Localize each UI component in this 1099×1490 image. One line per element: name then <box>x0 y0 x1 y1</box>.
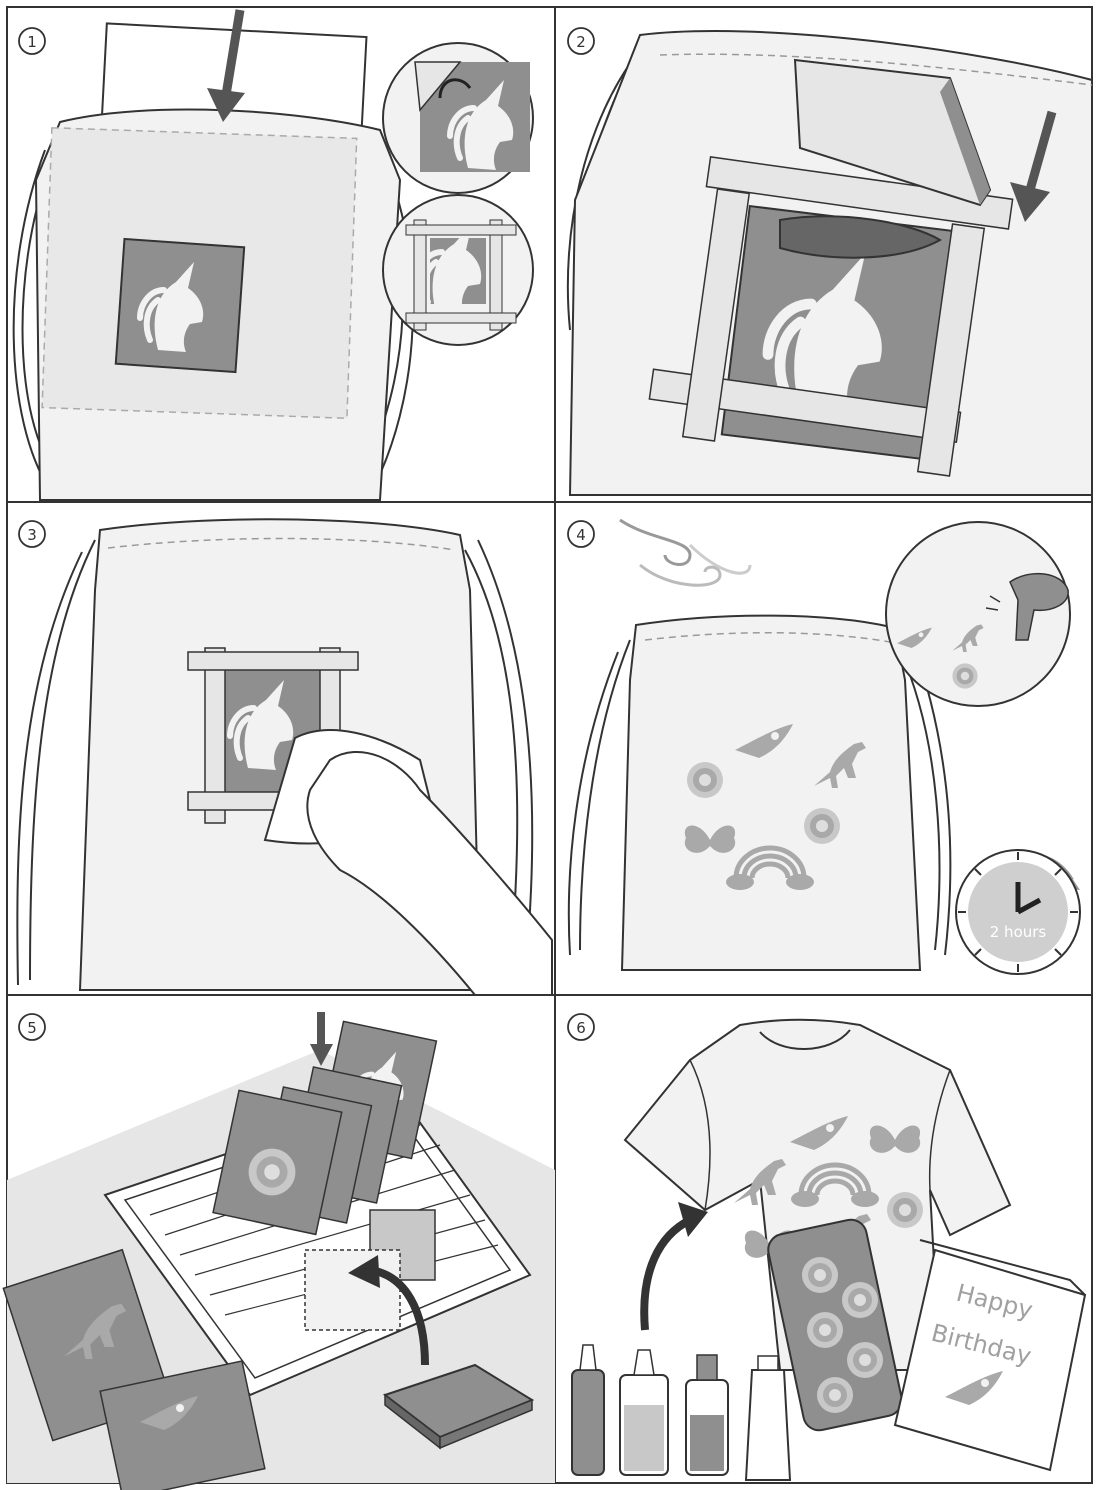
step-1-panel <box>14 10 533 500</box>
step-2-panel <box>568 31 1092 495</box>
step-6-panel: Happy Birthday <box>572 1020 1085 1480</box>
step-number-2: 2 <box>576 33 586 51</box>
step-number-4: 4 <box>576 526 586 544</box>
step-3-panel <box>17 519 552 995</box>
step-badge-1: 1 <box>19 28 45 54</box>
step-number-5: 5 <box>27 1019 37 1037</box>
step-number-3: 3 <box>27 526 37 544</box>
step-badge-3: 3 <box>19 521 45 547</box>
step-number-6: 6 <box>576 1019 586 1037</box>
step-4-panel: 2 hours <box>569 520 1080 974</box>
step-badge-2: 2 <box>568 28 594 54</box>
step-number-1: 1 <box>27 33 37 51</box>
step-badge-5: 5 <box>19 1014 45 1040</box>
step-badge-4: 4 <box>568 521 594 547</box>
step-5-panel <box>3 1012 555 1490</box>
clock-duration-label: 2 hours <box>990 923 1047 941</box>
step-badge-6: 6 <box>568 1014 594 1040</box>
